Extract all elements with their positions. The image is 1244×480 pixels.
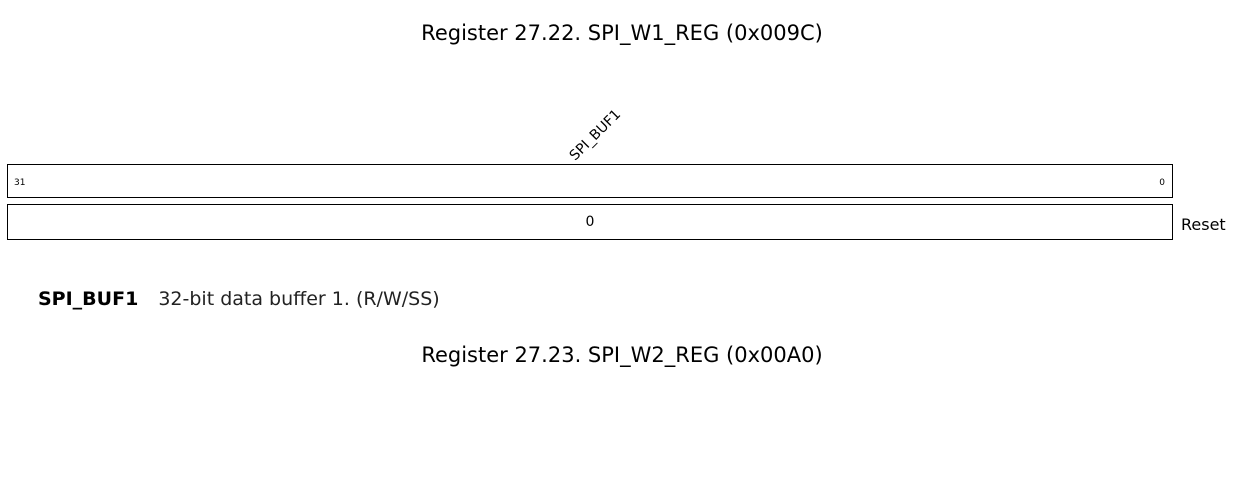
bit-field-row: 31 0 <box>7 164 1173 198</box>
bit-low-index: 0 <box>1159 178 1165 188</box>
reset-value: 0 <box>585 214 595 230</box>
register-title: Register 27.22. SPI_W1_REG (0x009C) <box>421 21 823 45</box>
field-description-name: SPI_BUF1 <box>38 288 139 310</box>
reset-value-row: 0 <box>7 204 1173 240</box>
reset-label: Reset <box>1181 215 1226 234</box>
field-name-label: SPI_BUF1 <box>566 106 625 164</box>
bit-high-index: 31 <box>14 178 26 188</box>
register-title: Register 27.23. SPI_W2_REG (0x00A0) <box>421 343 823 367</box>
field-description-text: 32-bit data buffer 1. (R/W/SS) <box>158 288 440 310</box>
field-description: SPI_BUF1 32-bit data buffer 1. (R/W/SS) <box>38 287 440 311</box>
